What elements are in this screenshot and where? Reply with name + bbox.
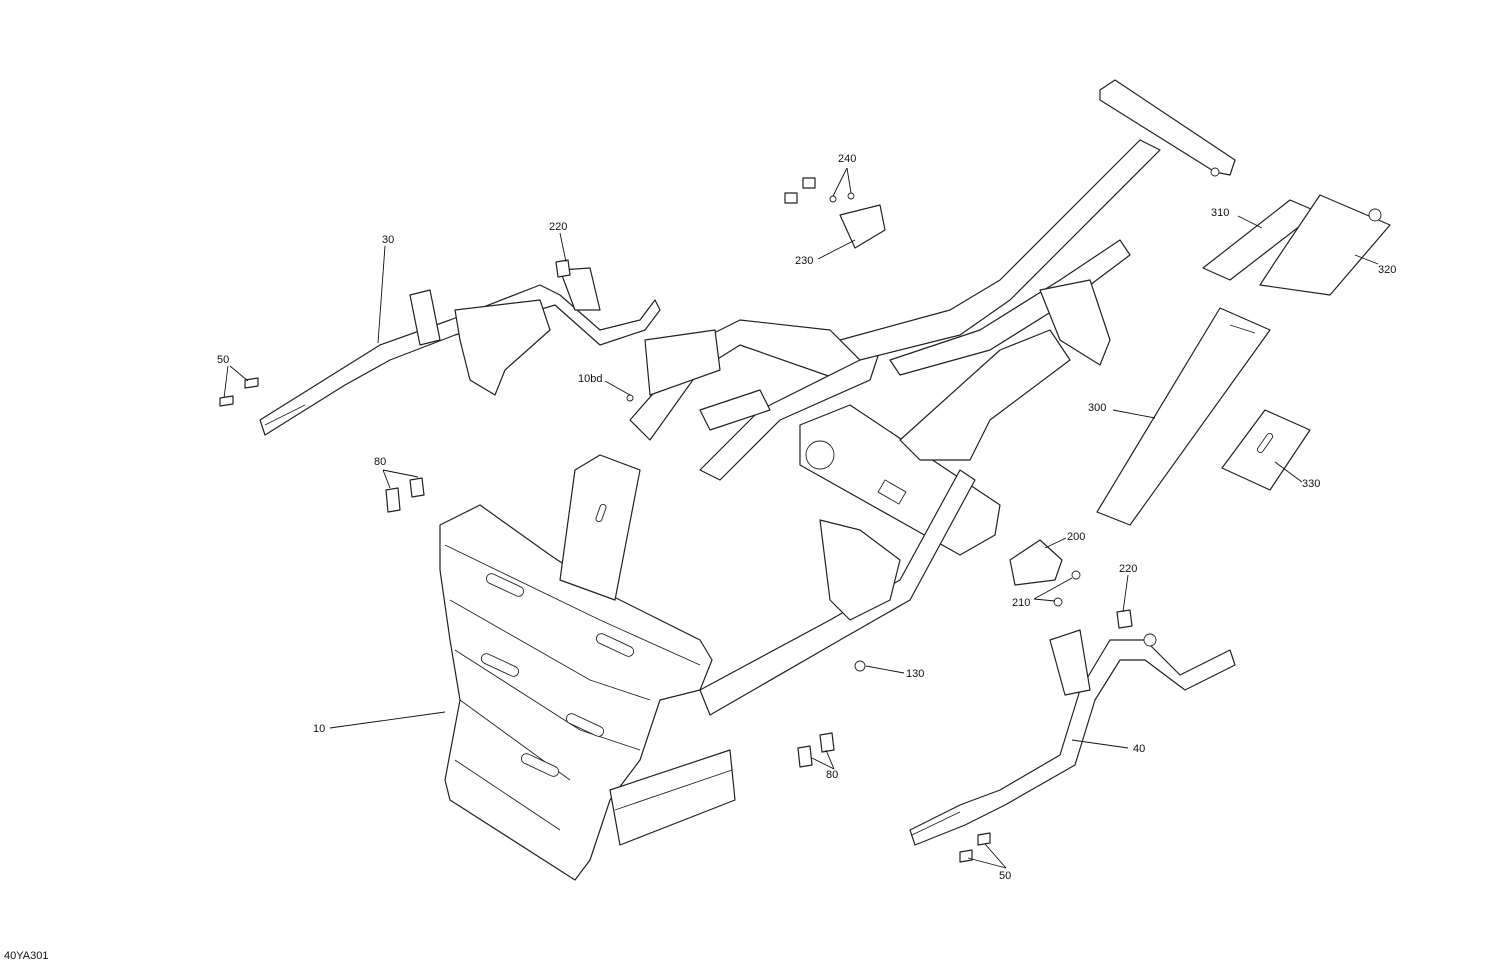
callout-240: 240: [838, 153, 856, 165]
callout-80-left: 80: [374, 456, 386, 468]
pad-310: [1202, 199, 1319, 281]
callout-50-top: 50: [217, 354, 229, 366]
drawing-id-label: 40YA301: [4, 950, 49, 962]
callout-50-bottom: 50: [999, 870, 1011, 882]
callout-40: 40: [1133, 743, 1145, 755]
callout-labels: 30 220 50 10bd 80 240 230 10 310 320 300…: [217, 153, 1396, 882]
callout-310: 310: [1211, 207, 1229, 219]
callout-320: 320: [1378, 264, 1396, 276]
callout-130: 130: [906, 668, 924, 680]
protective-pads: [1096, 194, 1391, 526]
pad-330: [1221, 409, 1311, 491]
callout-210: 210: [1012, 597, 1030, 609]
leader-lines: [223, 167, 1379, 869]
right-side-bar: [909, 629, 1236, 846]
callout-220-top: 220: [549, 221, 567, 233]
callout-230: 230: [795, 255, 813, 267]
callout-30: 30: [382, 234, 394, 246]
callout-200: 200: [1067, 531, 1085, 543]
main-frame: [439, 79, 1236, 881]
left-side-bar: [259, 267, 661, 436]
hardware-parts: [219, 177, 1133, 863]
pad-300: [1096, 307, 1271, 526]
callout-10: 10: [313, 723, 325, 735]
callout-80-bottom: 80: [826, 769, 838, 781]
callout-330: 330: [1302, 478, 1320, 490]
callout-300: 300: [1088, 402, 1106, 414]
callout-220-right: 220: [1119, 563, 1137, 575]
callout-10bd: 10bd: [578, 373, 602, 385]
